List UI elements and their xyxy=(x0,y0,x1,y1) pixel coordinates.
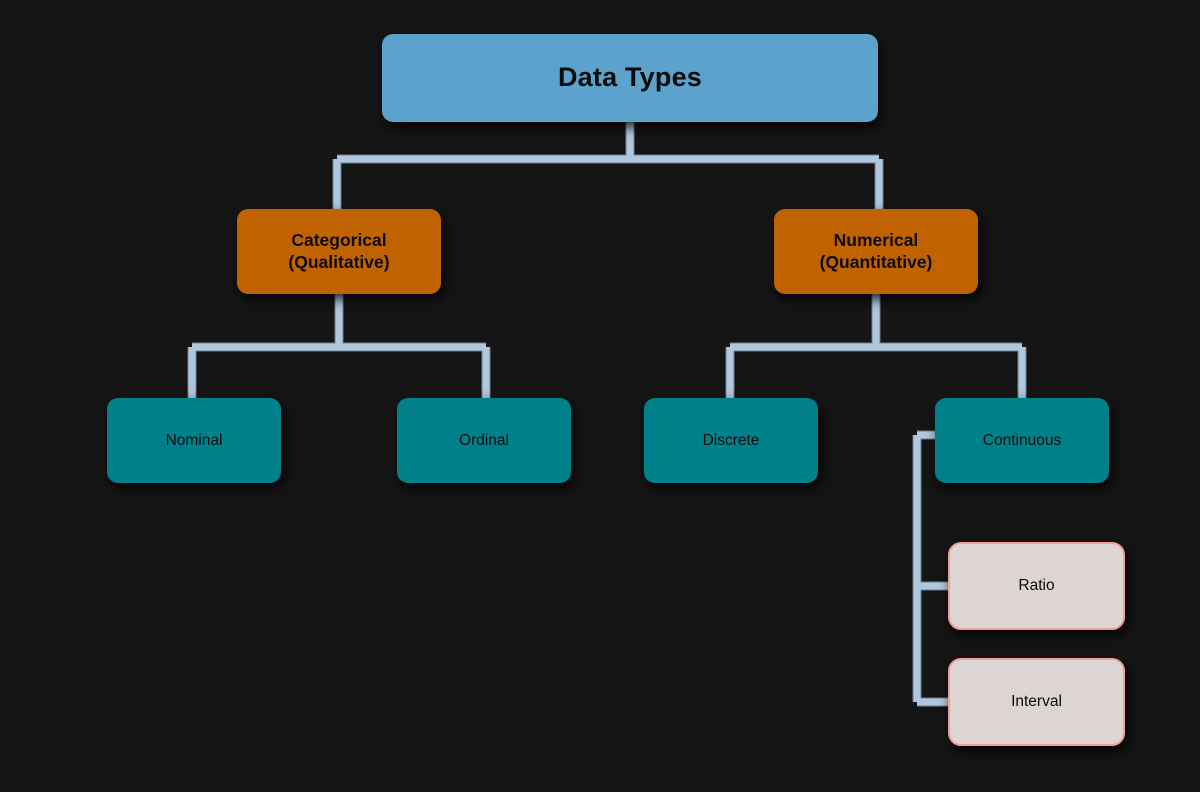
edge-numerical-to-leaves xyxy=(725,294,1027,398)
node-nominal[interactable]: Nominal xyxy=(107,398,281,483)
node-ratio-label: Ratio xyxy=(1018,577,1055,595)
node-categorical-label-line2: (Qualitative) xyxy=(288,251,390,272)
node-numerical-label-line2: (Quantitative) xyxy=(819,251,933,272)
node-categorical-label: Categorical (Qualitative) xyxy=(280,230,397,274)
node-interval[interactable]: Interval xyxy=(948,658,1125,746)
node-numerical-label-line1: Numerical xyxy=(833,229,919,250)
node-discrete[interactable]: Discrete xyxy=(644,398,818,483)
node-data-types[interactable]: Data Types xyxy=(382,34,878,122)
node-discrete-label: Discrete xyxy=(702,431,760,449)
node-continuous[interactable]: Continuous xyxy=(935,398,1109,483)
node-ordinal-label: Ordinal xyxy=(459,431,509,449)
edge-continuous-to-scales xyxy=(912,430,950,707)
node-nominal-label: Nominal xyxy=(165,431,223,449)
node-categorical-label-line1: Categorical xyxy=(291,229,387,250)
node-ratio[interactable]: Ratio xyxy=(948,542,1125,630)
node-numerical-label: Numerical (Quantitative) xyxy=(812,230,941,274)
edge-root-to-level1 xyxy=(332,122,884,209)
node-interval-label: Interval xyxy=(1011,693,1062,711)
node-categorical[interactable]: Categorical (Qualitative) xyxy=(237,209,441,294)
node-data-types-label: Data Types xyxy=(557,62,703,93)
edge-categorical-to-leaves xyxy=(187,294,491,398)
node-continuous-label: Continuous xyxy=(982,431,1062,449)
node-ordinal[interactable]: Ordinal xyxy=(397,398,571,483)
node-numerical[interactable]: Numerical (Quantitative) xyxy=(774,209,978,294)
